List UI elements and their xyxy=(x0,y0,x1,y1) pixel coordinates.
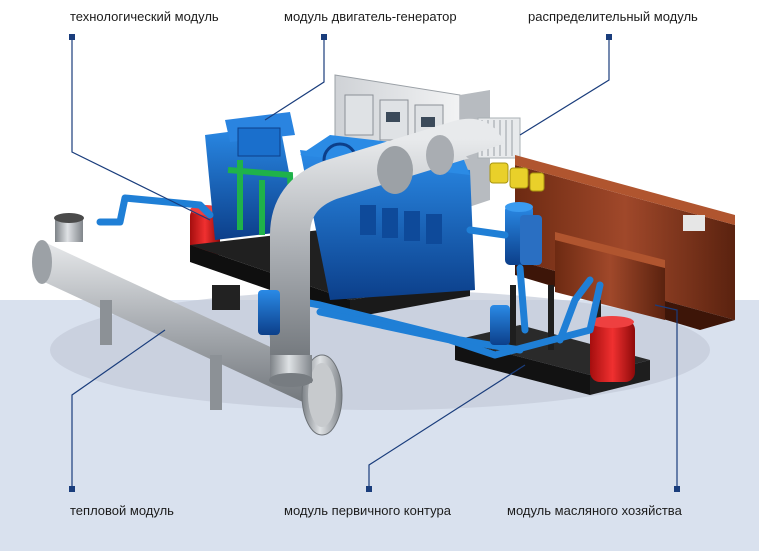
leader-distrib xyxy=(519,37,610,136)
blue-filters xyxy=(505,202,542,265)
yellow-valves xyxy=(489,162,545,192)
leader-engine xyxy=(264,37,325,121)
exhaust-pipe xyxy=(269,118,504,387)
label-distribution-module: распределительный модуль xyxy=(528,9,698,24)
leader-oil xyxy=(654,304,678,489)
label-heat-module: тепловой модуль xyxy=(70,503,174,518)
leader-lines xyxy=(71,37,678,489)
label-primary-circuit-module: модуль первичного контура xyxy=(284,503,451,518)
leader-primary xyxy=(368,364,526,489)
leader-anchors xyxy=(69,34,680,492)
red-tank-right xyxy=(590,316,635,382)
oil-tank-small xyxy=(555,232,665,320)
leader-heat xyxy=(71,329,166,489)
primary-circuit-pumps xyxy=(212,285,510,345)
leader-tech xyxy=(71,37,211,221)
label-tech-module: технологический модуль xyxy=(70,9,219,24)
label-engine-generator-module: модуль двигатель-генератор xyxy=(284,9,457,24)
label-oil-module: модуль масляного хозяйства xyxy=(507,503,682,518)
